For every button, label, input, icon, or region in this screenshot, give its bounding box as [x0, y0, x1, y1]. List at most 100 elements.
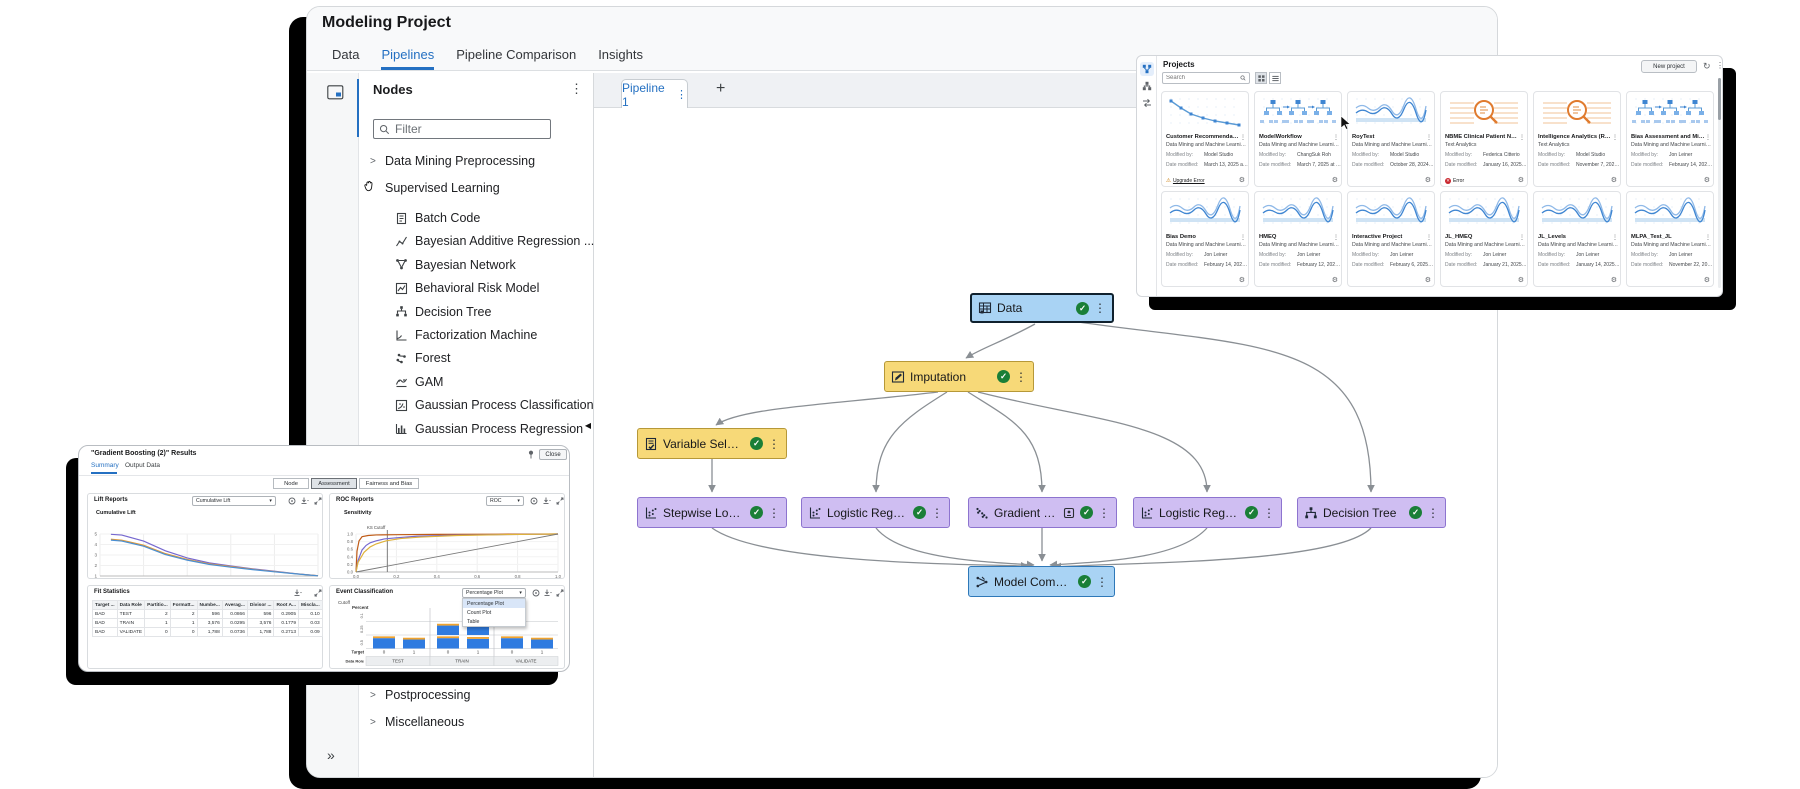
segment-assessment[interactable]: Assessment: [311, 478, 357, 489]
tree-item-behavioral-risk-model[interactable]: Behavioral Risk Model: [359, 278, 539, 298]
card-menu-icon[interactable]: ⋮: [1519, 235, 1525, 241]
filter-input[interactable]: [395, 122, 545, 136]
chevron-right-icon[interactable]: >: [370, 716, 376, 728]
project-card-jl-hmeq[interactable]: JL_HMEQ⋮Data Mining and Machine Learning…: [1440, 191, 1528, 287]
card-menu-icon[interactable]: ⋮: [1333, 235, 1339, 241]
card-settings-icon[interactable]: ⚙: [1703, 277, 1710, 284]
tree-item-decision-tree[interactable]: Decision Tree: [359, 302, 491, 322]
tree-group-supervised-learning[interactable]: Supervised Learning: [385, 181, 500, 195]
project-card-jl-levels[interactable]: JL_Levels⋮Data Mining and Machine Learni…: [1533, 191, 1621, 287]
card-settings-icon[interactable]: ⚙: [1331, 177, 1338, 184]
projects-search-input[interactable]: [1166, 75, 1240, 81]
segment-node[interactable]: Node: [273, 478, 309, 489]
pipeline-node-varsel[interactable]: Variable Select...✓⋮: [637, 428, 787, 459]
tree-item-factorization-machine[interactable]: Factorization Machine: [359, 325, 537, 345]
card-menu-icon[interactable]: ⋮: [1612, 135, 1618, 141]
card-settings-icon[interactable]: ⚙: [1703, 177, 1710, 184]
download-icon[interactable]: [543, 497, 551, 505]
tree-item-gaussian-process-classification[interactable]: Gaussian Process Classification: [359, 395, 594, 415]
project-card-bias-demo[interactable]: Bias Demo⋮Data Mining and Machine Learni…: [1161, 191, 1249, 287]
expand-icon[interactable]: [314, 589, 322, 597]
pipeline-node-stepwise[interactable]: Stepwise Logis...✓⋮: [637, 497, 787, 528]
chevron-right-icon[interactable]: >: [370, 689, 376, 701]
tree-item-bayesian-additive-regression[interactable]: Bayesian Additive Regression ...: [359, 231, 594, 251]
tab-pipelines[interactable]: Pipelines: [381, 47, 435, 70]
card-settings-icon[interactable]: ⚙: [1238, 177, 1245, 184]
card-settings-icon[interactable]: ⚙: [1610, 277, 1617, 284]
tree-item-gaussian-process-regression[interactable]: Gaussian Process Regression: [359, 419, 583, 439]
nav-pipelines-icon[interactable]: [1140, 79, 1154, 93]
event-plot-dropdown[interactable]: Percentage Plot▾: [462, 588, 526, 598]
segment-fairness-and-bias[interactable]: Fairness and Bias: [359, 478, 419, 489]
pin-icon[interactable]: [527, 450, 535, 459]
project-card-modelworkflow[interactable]: ModelWorkflow⋮Data Mining and Machine Le…: [1254, 91, 1342, 187]
expand-icon[interactable]: [556, 589, 564, 597]
tab-data[interactable]: Data: [332, 47, 360, 62]
expand-icon[interactable]: [314, 497, 322, 505]
download-icon[interactable]: [294, 589, 302, 597]
menu-item-table[interactable]: Table: [467, 618, 480, 625]
node-menu-icon[interactable]: ⋮: [1098, 505, 1110, 520]
roc-dropdown[interactable]: ROC▾: [486, 496, 524, 506]
tab-insights[interactable]: Insights: [598, 47, 643, 62]
card-settings-icon[interactable]: ⚙: [1517, 277, 1524, 284]
projects-scrollbar[interactable]: [1718, 78, 1721, 288]
tree-group-postprocessing[interactable]: >Postprocessing: [359, 685, 470, 705]
node-menu-icon[interactable]: ⋮: [931, 505, 943, 520]
card-settings-icon[interactable]: ⚙: [1238, 277, 1245, 284]
collapse-panel-button[interactable]: »: [327, 747, 335, 763]
project-card-customer-recommendation-e[interactable]: Customer Recommendation E...⋮Data Mining…: [1161, 91, 1249, 187]
card-menu-icon[interactable]: ⋮: [1426, 235, 1432, 241]
nodes-panel-toggle-icon[interactable]: [327, 85, 344, 100]
card-menu-icon[interactable]: ⋮: [1333, 135, 1339, 141]
node-menu-icon[interactable]: ⋮: [768, 436, 780, 451]
card-menu-icon[interactable]: ⋮: [1519, 135, 1525, 141]
pipeline-node-logistic1[interactable]: Logistic Regre...✓⋮: [801, 497, 950, 528]
tab-pipeline-comparison[interactable]: Pipeline Comparison: [456, 47, 577, 62]
node-menu-icon[interactable]: ⋮: [1096, 574, 1108, 589]
menu-item-count-plot[interactable]: Count Plot: [467, 609, 492, 616]
card-menu-icon[interactable]: ⋮: [1705, 235, 1711, 241]
pipeline-node-dtree[interactable]: Decision Tree✓⋮: [1297, 497, 1446, 528]
nav-projects-icon[interactable]: [1140, 62, 1154, 76]
tree-item-gam[interactable]: GAM: [359, 372, 443, 392]
results-tab-summary[interactable]: Summary: [91, 462, 119, 469]
download-icon[interactable]: [544, 589, 552, 597]
upgrade-error-link[interactable]: ⚠Upgrade Error: [1166, 178, 1205, 184]
node-menu-icon[interactable]: ⋮: [1094, 301, 1106, 315]
tree-item-forest[interactable]: Forest: [359, 348, 450, 368]
tree-item-batch-code[interactable]: Batch Code: [359, 208, 480, 228]
card-menu-icon[interactable]: ⋮: [1612, 235, 1618, 241]
pipeline-node-compare[interactable]: Model Compa...✓⋮: [968, 566, 1115, 597]
nav-exchange-icon[interactable]: [1140, 96, 1154, 110]
project-card-nbme-clinical-patient-notes-r[interactable]: NBME Clinical Patient Notes (R...⋮Text A…: [1440, 91, 1528, 187]
node-menu-icon[interactable]: ⋮: [768, 505, 780, 520]
chevron-right-icon[interactable]: >: [370, 155, 376, 167]
tree-group-data-mining-preprocessing[interactable]: >Data Mining Preprocessing: [359, 151, 535, 171]
info-icon[interactable]: [530, 497, 538, 505]
project-card-intelligence-analytics-read-o[interactable]: Intelligence Analytics (Read-O...⋮Text A…: [1533, 91, 1621, 187]
nodes-panel-menu-icon[interactable]: ⋮: [570, 81, 583, 96]
grid-view-button[interactable]: [1255, 72, 1267, 84]
project-card-bias-assessment-and-mitigation[interactable]: Bias Assessment and Mitigation⋮Data Mini…: [1626, 91, 1714, 187]
card-settings-icon[interactable]: ⚙: [1331, 277, 1338, 284]
pipeline-node-gboost[interactable]: Gradient Bo...✓⋮: [968, 497, 1117, 528]
new-project-button[interactable]: New project: [1641, 60, 1697, 73]
info-icon[interactable]: [288, 497, 296, 505]
list-view-button[interactable]: [1269, 72, 1281, 84]
expand-icon[interactable]: [556, 497, 564, 505]
pipeline-node-imputation[interactable]: Imputation✓⋮: [884, 361, 1034, 392]
menu-item-percentage-plot[interactable]: Percentage Plot: [463, 599, 525, 608]
card-settings-icon[interactable]: ⚙: [1517, 177, 1524, 184]
tree-group-miscellaneous[interactable]: >Miscellaneous: [359, 712, 464, 732]
refresh-icon[interactable]: ↻: [1703, 61, 1711, 71]
project-card-mlpa-test-jl[interactable]: MLPA_Test_JL⋮Data Mining and Machine Lea…: [1626, 191, 1714, 287]
card-menu-icon[interactable]: ⋮: [1705, 135, 1711, 141]
download-icon[interactable]: [301, 497, 309, 505]
project-card-interactive-project[interactable]: Interactive Project⋮Data Mining and Mach…: [1347, 191, 1435, 287]
node-menu-icon[interactable]: ⋮: [1015, 369, 1027, 384]
tab-pipeline-1[interactable]: Pipeline 1 ⋮: [621, 79, 688, 109]
